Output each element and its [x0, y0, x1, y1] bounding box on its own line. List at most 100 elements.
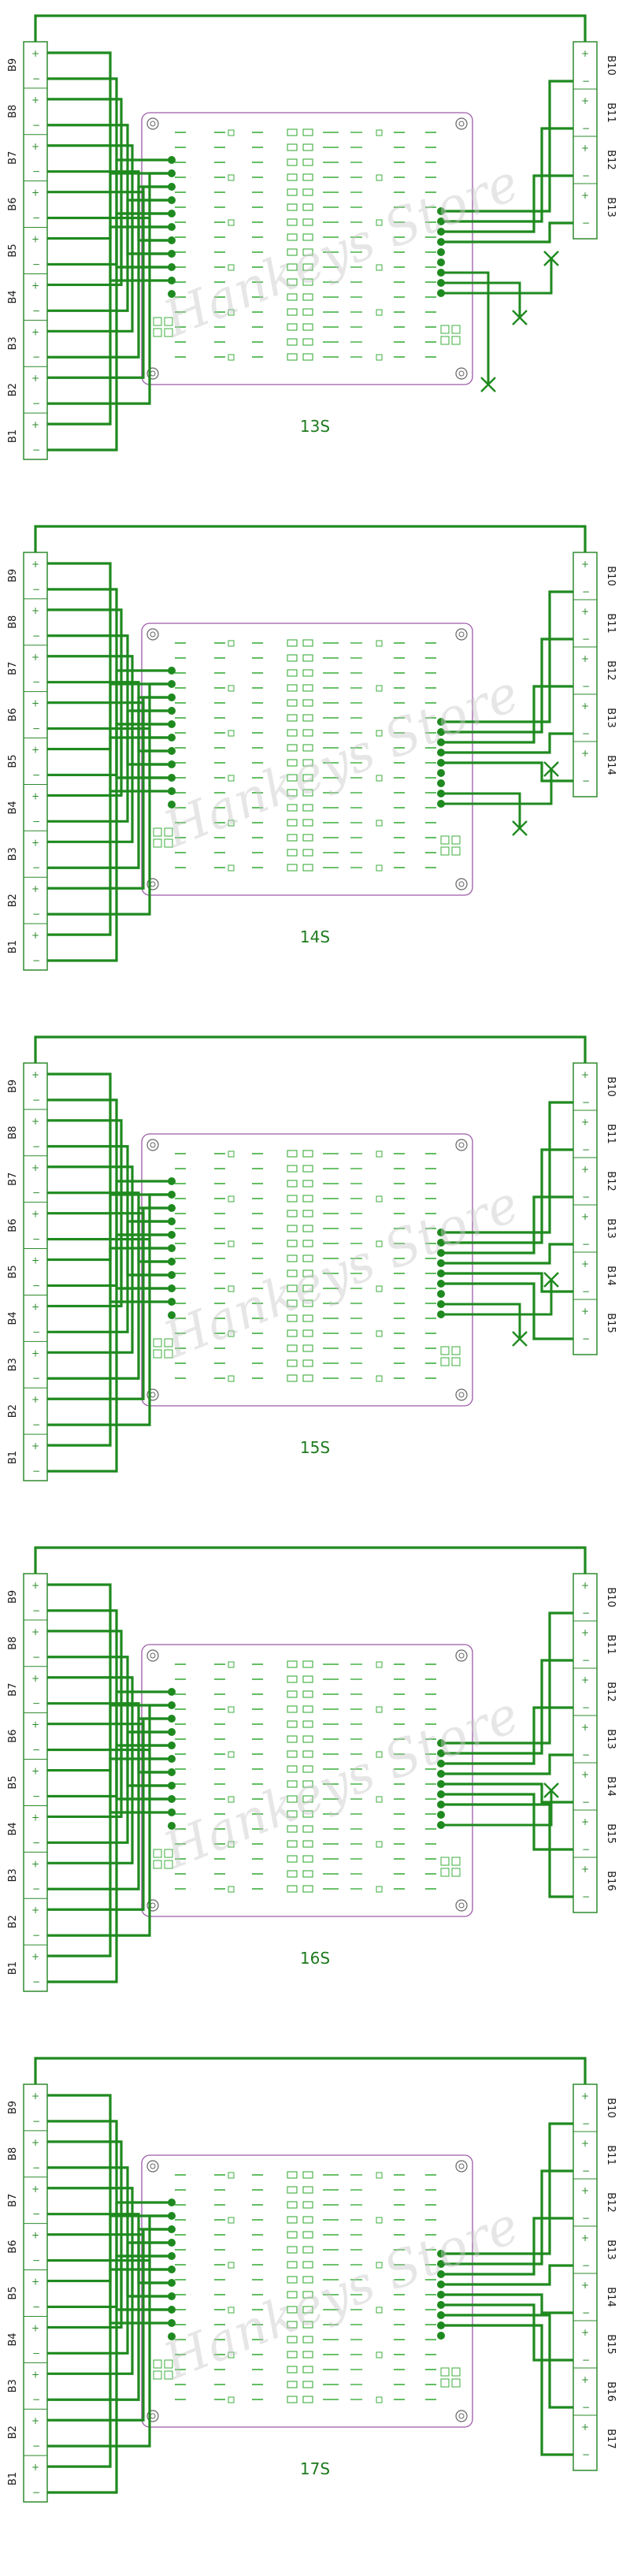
component-pad: [302, 1150, 313, 1158]
plus-mark: +: [581, 653, 589, 664]
minus-mark: −: [32, 258, 40, 269]
plus-mark: +: [32, 1905, 39, 1916]
minus-mark: −: [582, 170, 590, 181]
component-pad: [302, 1359, 313, 1367]
component-pad: [302, 1299, 313, 1307]
component-pad: [302, 1284, 313, 1292]
component-pad: [376, 2262, 383, 2269]
cell-label-left: B7: [7, 151, 19, 165]
plus-mark: +: [32, 790, 39, 801]
cell-wire: [47, 1704, 172, 1957]
cell-wire: [47, 2254, 172, 2329]
cell-wire: [441, 1611, 573, 1745]
component-pad: [287, 2276, 298, 2284]
cell-wire: [441, 1782, 573, 1804]
component-pad: [302, 2306, 313, 2314]
cell-wire: [47, 709, 172, 843]
component-pad: [376, 1150, 383, 1158]
component-pad: [287, 1885, 298, 1893]
component-pad: [376, 2172, 383, 2179]
cell-wire: [47, 1180, 172, 1473]
plus-mark: +: [581, 1164, 589, 1175]
ic-pad: [153, 838, 162, 848]
component-pad: [302, 293, 313, 301]
cut-x-mark: [543, 1782, 559, 1798]
minus-mark: −: [32, 723, 40, 734]
minus-mark: −: [582, 2307, 590, 2318]
component-pad: [287, 2171, 298, 2179]
component-pad: [287, 1870, 298, 1878]
component-pad: [228, 864, 235, 872]
component-pad: [287, 1825, 298, 1833]
ic-pad: [440, 846, 450, 856]
ic-pad: [153, 1849, 162, 1858]
component-pad: [302, 173, 313, 181]
plus-mark: +: [581, 2327, 589, 2338]
series-link-wire: [34, 14, 587, 42]
plus-mark: +: [32, 1394, 39, 1405]
component-pad: [302, 1855, 313, 1863]
plus-mark: +: [32, 1626, 39, 1637]
minus-mark: −: [32, 769, 40, 780]
minus-mark: −: [582, 1702, 590, 1713]
cell-wire: [441, 1706, 573, 1765]
cell-label-left: B9: [7, 1590, 19, 1604]
cut-x-mark: [512, 1331, 528, 1347]
component-pad: [287, 2261, 298, 2269]
cell-wire: [441, 2314, 573, 2409]
mounting-hole: [455, 878, 468, 890]
component-pad: [302, 744, 313, 752]
right-wires: +−B10+−B11+−B12+−B13+−B14: [437, 559, 617, 836]
cell-label-right: B10: [605, 2098, 617, 2117]
component-pad: [302, 714, 313, 722]
component-pad: [302, 2336, 313, 2344]
minus-mark: −: [582, 2213, 590, 2224]
cell-wire: [441, 80, 573, 213]
cell-wire: [47, 2140, 172, 2311]
minus-mark: −: [582, 1797, 590, 1808]
minus-mark: −: [32, 2301, 40, 2312]
component-pad: [302, 308, 313, 316]
component-pad: [376, 1751, 383, 1758]
component-pad: [376, 1706, 383, 1713]
component-pad: [302, 2246, 313, 2254]
component-pad: [376, 1375, 383, 1382]
plus-mark: +: [581, 190, 589, 201]
component-pad: [302, 759, 313, 767]
component-pad: [302, 218, 313, 226]
component-pad: [287, 864, 298, 872]
component-pad: [302, 278, 313, 286]
component-pad: [302, 654, 313, 662]
cell-label-left: B5: [7, 243, 19, 257]
ic-pad: [164, 1349, 173, 1359]
component-pad: [287, 804, 298, 812]
mounting-hole-inner: [458, 1652, 465, 1659]
cell-label-right: B16: [605, 2381, 617, 2401]
cell-wire: [47, 682, 172, 936]
ic-pad: [164, 838, 173, 848]
plus-mark: +: [581, 1722, 589, 1733]
minus-mark: −: [32, 166, 40, 177]
component-pad: [287, 2351, 298, 2359]
cell-wire: [47, 185, 172, 379]
minus-mark: −: [32, 2440, 40, 2451]
cell-wire: [47, 723, 172, 797]
component-pad: [287, 774, 298, 782]
plus-mark: +: [32, 883, 39, 894]
component-pad: [376, 1285, 383, 1292]
component-pad: [302, 804, 313, 812]
cell-label-left: B2: [7, 1404, 19, 1418]
ic-pad: [164, 827, 173, 837]
component-pad: [287, 308, 298, 316]
plus-mark: +: [581, 143, 589, 154]
plus-mark: +: [32, 2184, 39, 2195]
ic-pad: [153, 1860, 162, 1869]
component-pad: [302, 1690, 313, 1698]
component-pad: [228, 1285, 235, 1292]
plus-mark: +: [32, 605, 39, 616]
mounting-hole-inner: [150, 2413, 156, 2419]
plus-mark: +: [32, 559, 39, 570]
diagram-16s: +−B9+−B8+−B7+−B6+−B5+−B4+−B3+−B2+−B1+−B1…: [7, 1546, 617, 1992]
component-pad: [376, 1796, 383, 1803]
plus-mark: +: [581, 1816, 589, 1827]
